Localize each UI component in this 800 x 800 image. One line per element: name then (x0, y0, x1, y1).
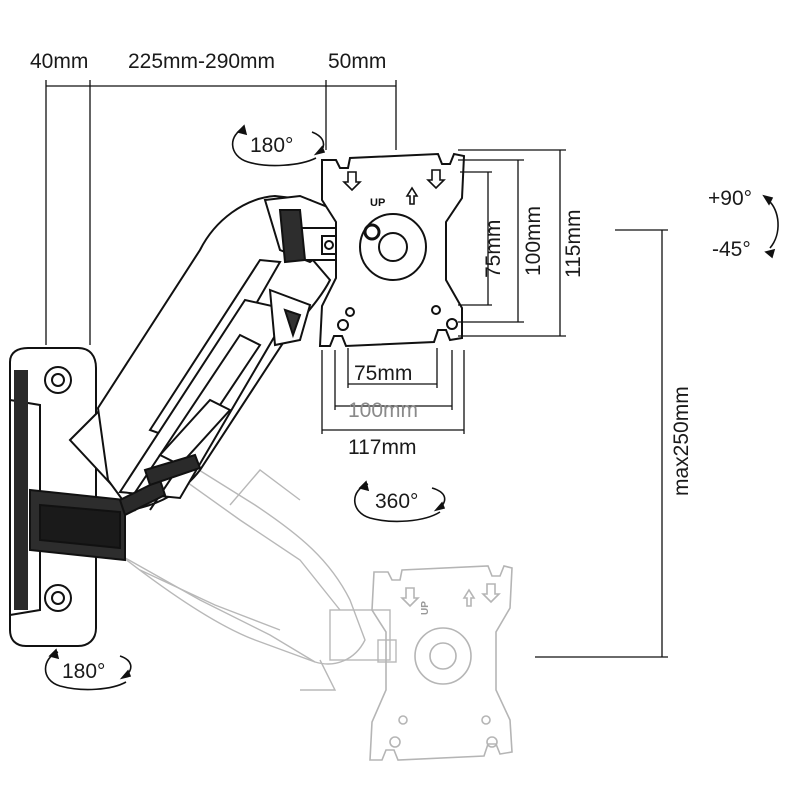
vesa-h-75-label: 75mm (354, 362, 412, 385)
swing-arm (29, 194, 342, 562)
vesa-h-100-label: 100mm (348, 399, 418, 422)
plate-up-label: UP (370, 197, 385, 209)
arm-reach-label: 225mm-290mm (128, 50, 275, 73)
vesa-v-75-label: 75mm (482, 220, 505, 278)
plate-height-label: 115mm (562, 210, 585, 278)
wall-offset-label: 40mm (30, 50, 88, 73)
rotation-arrows (44, 124, 779, 691)
tilt-down-label: -45° (712, 238, 751, 261)
vesa-v-100-label: 100mm (522, 206, 545, 276)
dimension-lines (45, 80, 668, 658)
plate-swivel-label: 180° (250, 134, 293, 157)
vesa-plate (318, 152, 466, 348)
ghost-vesa-plate (369, 565, 513, 761)
tilt-up-label: +90° (708, 187, 752, 210)
height-travel-label: max250mm (670, 386, 693, 496)
rotation-360-label: 360° (375, 490, 418, 513)
plate-offset-label: 50mm (328, 50, 386, 73)
base-swivel-label: 180° (62, 660, 105, 683)
ghost-plate-up-label: UP (420, 601, 431, 615)
plate-width-label: 117mm (348, 436, 416, 459)
